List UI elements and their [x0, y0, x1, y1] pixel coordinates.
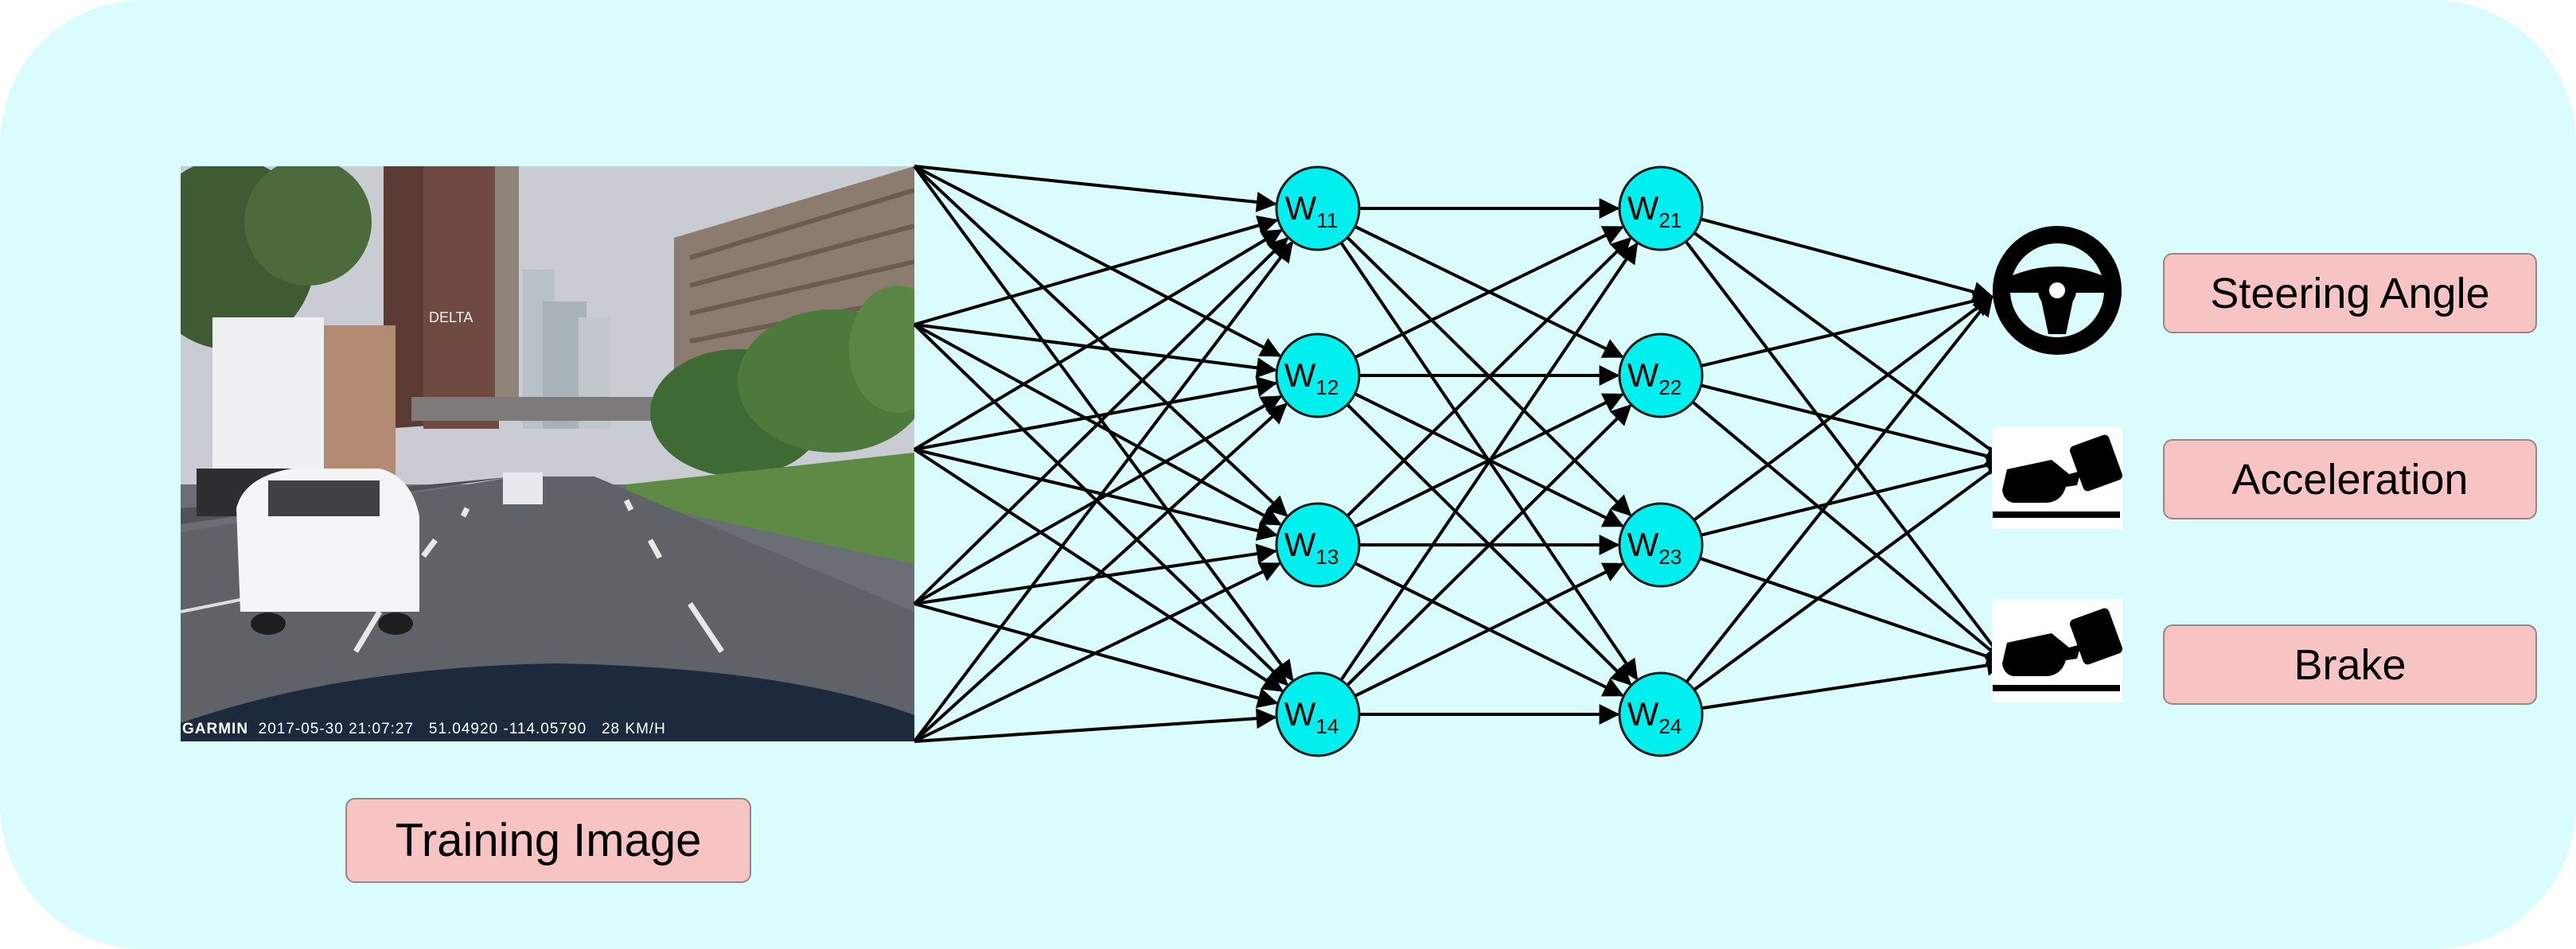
edge — [1339, 242, 1639, 682]
edge — [913, 165, 1294, 682]
edge — [914, 165, 1282, 357]
node-circle — [1275, 502, 1361, 588]
output-label-brake-text: Brake — [2293, 640, 2406, 689]
edge — [1701, 454, 2008, 537]
edge — [1354, 225, 1624, 360]
edge — [1701, 655, 2008, 710]
output-label-steering-angle: Steering Angle — [2163, 253, 2537, 333]
node-circle — [1618, 333, 1704, 418]
edge — [913, 448, 1284, 693]
edge — [913, 236, 1289, 605]
node-subscript: 13 — [1315, 545, 1339, 569]
edge — [914, 376, 1278, 451]
node-w24: W24 — [1618, 671, 1704, 757]
edge — [1693, 459, 2008, 691]
output-label-acceleration-text: Acceleration — [2231, 455, 2469, 504]
node-w13: W13 — [1275, 502, 1361, 588]
node-circle — [1275, 333, 1361, 418]
edge — [913, 228, 1283, 451]
node-w21: W21 — [1618, 165, 1704, 251]
node-w22: W22 — [1618, 333, 1704, 418]
training-image-label-text: Training Image — [395, 815, 702, 866]
network-edges — [913, 165, 2008, 743]
edge — [913, 323, 1289, 686]
edge — [914, 323, 1278, 379]
node-subscript: 24 — [1658, 714, 1682, 738]
image-overlay-text: GARMIN 2017-05-30 21:07:27 51.04920 -114… — [182, 721, 666, 738]
training-image: GARMIN 2017-05-30 21:07:27 51.04920 -114… — [181, 166, 914, 741]
node-label: W11 — [1285, 189, 1339, 232]
node-w11: W11 — [1275, 165, 1361, 251]
edge — [913, 403, 1288, 743]
edge — [914, 448, 1278, 541]
node-label: W12 — [1284, 356, 1339, 399]
edge — [914, 165, 1277, 212]
edge — [1354, 562, 1624, 698]
edge — [1346, 404, 1632, 686]
building-sign: DELTA — [429, 309, 474, 325]
edge — [913, 165, 1288, 517]
overlay-brand: GARMIN — [182, 721, 249, 737]
edge — [1701, 383, 2008, 467]
edge — [1693, 295, 1994, 522]
overlay-info: 2017-05-30 21:07:27 51.04920 -114.05790 … — [258, 721, 666, 737]
node-subscript: 23 — [1658, 545, 1682, 569]
training-image-label: Training Image — [345, 798, 751, 883]
node-circle — [1275, 165, 1361, 251]
node-circle — [1618, 502, 1704, 588]
node-circle — [1275, 671, 1361, 757]
node-subscript: 21 — [1658, 208, 1682, 232]
brake-pedal-icon — [1992, 599, 2123, 702]
accelerator-pedal-icon — [1992, 427, 2123, 529]
output-label-acceleration: Acceleration — [2163, 439, 2537, 519]
edge — [1693, 231, 2008, 462]
node-w12: W12 — [1275, 333, 1361, 418]
node-subscript: 14 — [1315, 714, 1339, 738]
node-subscript: 12 — [1315, 375, 1339, 399]
edge — [1685, 294, 1993, 683]
node-circle — [1618, 671, 1704, 757]
edge — [1700, 217, 1994, 302]
node-circle — [1618, 165, 1704, 251]
output-label-brake: Brake — [2163, 624, 2537, 705]
edge — [1691, 400, 2007, 664]
node-subscript: 22 — [1658, 375, 1682, 399]
node-label: W22 — [1627, 356, 1682, 399]
edge — [1346, 237, 1632, 518]
node-w23: W23 — [1618, 502, 1704, 588]
edge — [914, 708, 1277, 743]
edge — [914, 215, 1279, 326]
edge — [1684, 240, 2007, 665]
output-label-steering-angle-text: Steering Angle — [2210, 269, 2490, 317]
edge — [1701, 290, 1994, 368]
node-w14: W14 — [1275, 671, 1361, 757]
edge — [1699, 556, 2008, 667]
node-subscript: 11 — [1316, 208, 1338, 232]
edge — [913, 240, 1294, 743]
edge — [914, 562, 1281, 743]
steering-wheel-icon — [1993, 226, 2122, 355]
